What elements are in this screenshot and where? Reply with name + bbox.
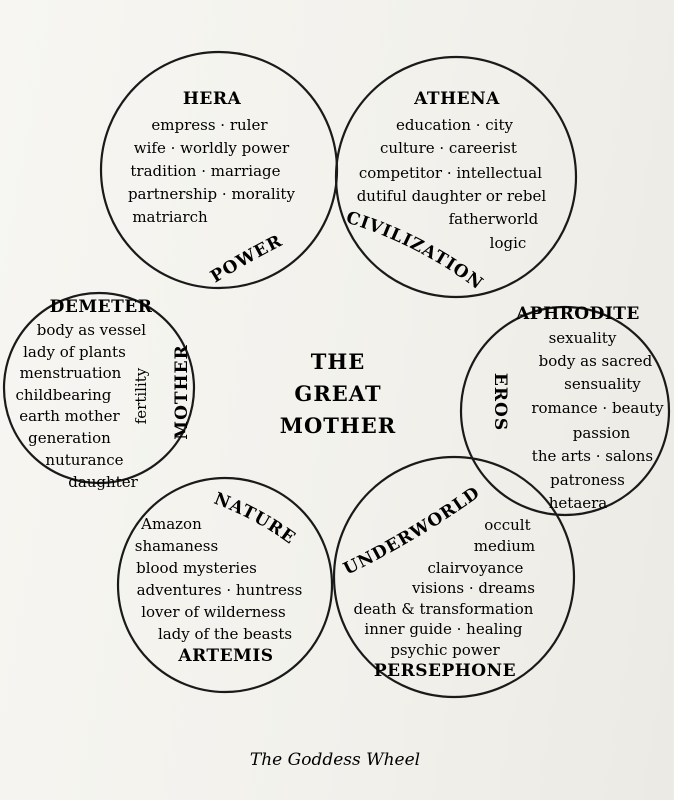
hera-line: empress · ruler (151, 116, 268, 134)
circle-persephone (332, 455, 576, 699)
artemis-line: lover of wilderness (141, 603, 286, 621)
athena-line: competitor · intellectual (359, 164, 542, 182)
aphrodite-line: passion (573, 424, 631, 442)
artemis-line: lady of the beasts (158, 625, 292, 643)
center-line-3: MOTHER (280, 413, 396, 438)
athena-line: logic (490, 234, 527, 252)
demeter-line: earth mother (19, 407, 120, 425)
artemis-line: shamaness (135, 537, 218, 555)
persephone-line: inner guide · healing (364, 620, 523, 638)
circle-athena (334, 55, 578, 299)
circle-artemis (116, 476, 334, 694)
athena-line: dutiful daughter or rebel (357, 187, 547, 205)
artemis-attributes: Amazon shamaness blood mysteries adventu… (135, 514, 308, 643)
hera-line: tradition · marriage (130, 162, 280, 180)
center-label: THE GREAT MOTHER (280, 349, 396, 438)
demeter-line: lady of plants (23, 343, 126, 361)
athena-line: education · city (396, 116, 514, 134)
hera-line: partnership · morality (128, 185, 296, 203)
persephone-attributes: occult medium clairvoyance visions · dre… (353, 515, 540, 659)
aphrodite-heading: APHRODITE (515, 304, 640, 324)
hera-attributes: empress · ruler wife · worldly power tra… (128, 115, 300, 226)
overlap-label-mother: MOTHER (172, 344, 192, 439)
persephone-line: visions · dreams (411, 579, 535, 597)
overlap-power-path: POWER (207, 231, 285, 287)
center-line-1: THE (311, 349, 365, 374)
demeter-group: DEMETER body as vessel lady of plants me… (15, 297, 152, 491)
persephone-heading: PERSEPHONE (374, 661, 516, 681)
aphrodite-line: sexuality (549, 329, 617, 347)
artemis-line: blood mysteries (136, 559, 257, 577)
overlap-label-eros: EROS (490, 373, 510, 431)
aphrodite-line: body as sacred (539, 352, 653, 370)
demeter-line: generation (28, 429, 111, 447)
demeter-line: childbearing (15, 386, 111, 404)
aphrodite-line: sensuality (564, 375, 641, 393)
fertility-label: fertility (132, 367, 150, 424)
caption: The Goddess Wheel (250, 750, 420, 770)
demeter-heading: DEMETER (50, 297, 153, 317)
persephone-line: clairvoyance (427, 559, 523, 577)
aphrodite-attributes: sexuality body as sacred sensuality roma… (531, 328, 668, 512)
persephone-line: death & transformation (353, 600, 533, 618)
aphrodite-line: patroness (550, 471, 625, 489)
persephone-line: occult (484, 516, 530, 534)
athena-line: fatherworld (449, 210, 539, 228)
artemis-heading: ARTEMIS (177, 646, 273, 666)
demeter-line: body as vessel (37, 321, 147, 339)
hera-line: wife · worldly power (134, 139, 290, 157)
circle-demeter (2, 291, 196, 485)
demeter-line: daughter (68, 473, 138, 491)
demeter-line: menstruation (20, 364, 122, 382)
aphrodite-line: hetaera (549, 494, 608, 512)
athena-heading: ATHENA (413, 89, 500, 109)
persephone-group: occult medium clairvoyance visions · dre… (353, 515, 540, 681)
overlap-label-power: POWER (207, 231, 286, 287)
aphrodite-line: romance · beauty (531, 399, 664, 417)
athena-line: culture · careerist (380, 139, 517, 157)
center-line-2: GREAT (294, 381, 381, 406)
athena-group: ATHENA education · city culture · career… (357, 89, 552, 252)
artemis-group: Amazon shamaness blood mysteries adventu… (135, 514, 308, 666)
circle-aphrodite (459, 305, 671, 517)
demeter-line: nuturance (45, 451, 123, 469)
aphrodite-group: APHRODITE sexuality body as sacred sensu… (515, 304, 668, 512)
hera-line: matriarch (132, 208, 208, 226)
artemis-line: Amazon (140, 515, 202, 533)
artemis-line: adventures · huntress (137, 581, 303, 599)
hera-heading: HERA (183, 89, 242, 109)
persephone-line: psychic power (390, 641, 500, 659)
athena-attributes: education · city culture · careerist com… (357, 115, 552, 252)
demeter-attributes: body as vessel lady of plants menstruati… (15, 320, 151, 491)
hera-group: HERA empress · ruler wife · worldly powe… (128, 89, 300, 226)
persephone-line: medium (474, 537, 535, 555)
aphrodite-line: the arts · salons (532, 447, 653, 465)
